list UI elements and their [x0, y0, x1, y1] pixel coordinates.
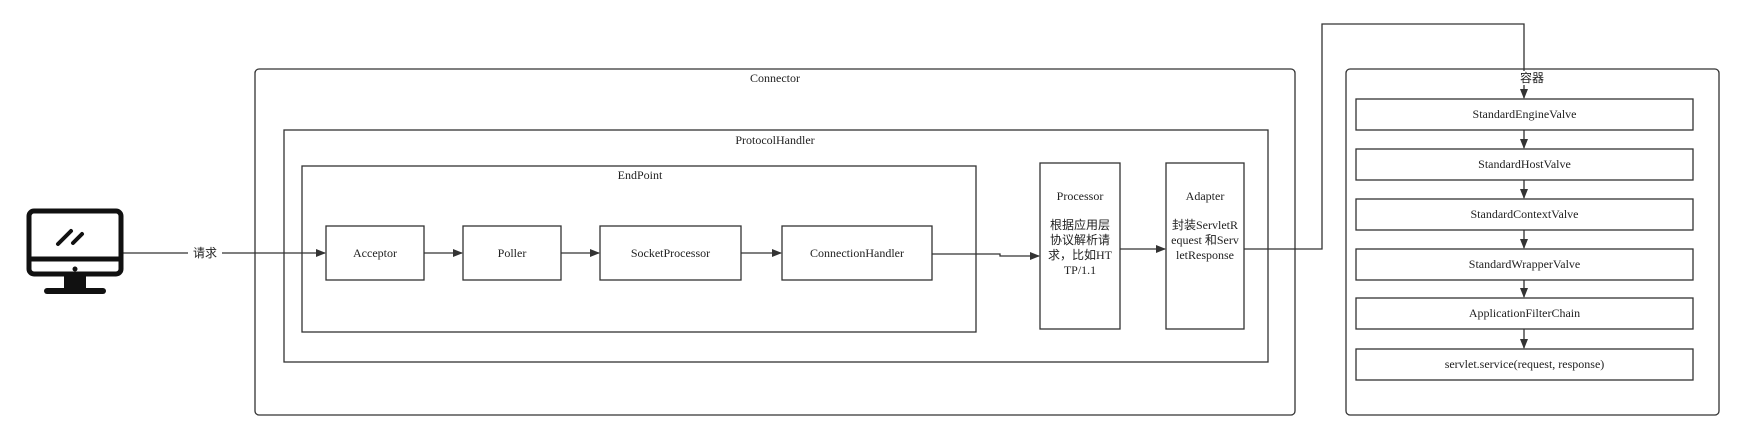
adapter-title: Adapter	[1185, 189, 1225, 203]
pipeline-label-0: StandardEngineValve	[1472, 107, 1577, 121]
connector-frame	[254, 68, 1296, 416]
arrow-connectionhandler-processor	[932, 252, 1040, 260]
connection-handler-box	[781, 225, 933, 281]
monitor-icon	[26, 208, 124, 294]
arrow-adapter-container	[1244, 23, 1528, 250]
pipeline-box-3	[1355, 248, 1694, 281]
protocol-handler-frame	[283, 129, 1269, 363]
acceptor-label: Acceptor	[353, 245, 397, 260]
pipeline-label-5: servlet.service(request, response)	[1444, 357, 1605, 371]
adapter-text: Adapter 封装ServletRequest 和ServletRespons…	[1166, 163, 1244, 329]
container-title: 容器	[1482, 71, 1582, 85]
pipeline-box-2	[1355, 198, 1694, 231]
adapter-box	[1165, 162, 1245, 330]
protocol-handler-title: ProtocolHandler	[735, 133, 815, 147]
pipeline-box-0	[1355, 98, 1694, 131]
pipeline-label-2: StandardContextValve	[1470, 207, 1579, 221]
adapter-description: 封装ServletRequest 和ServletResponse	[1171, 218, 1239, 262]
pipeline-box-1	[1355, 148, 1694, 181]
processor-title: Processor	[1056, 189, 1104, 203]
poller-label: Poller	[497, 245, 527, 260]
pipeline-box-5	[1355, 348, 1694, 381]
processor-text: Processor 根据应用层协议解析请求，比如HTTP/1.1	[1040, 163, 1120, 329]
request-label: 请求	[188, 246, 222, 260]
processor-description: 根据应用层协议解析请求，比如HTTP/1.1	[1048, 218, 1112, 277]
processor-box	[1039, 162, 1121, 330]
pipeline-box-4	[1355, 297, 1694, 330]
container-frame	[1345, 68, 1720, 416]
endpoint-title: EndPoint	[617, 168, 663, 182]
pipeline-label-3: StandardWrapperValve	[1468, 257, 1581, 271]
pipeline-label-4: ApplicationFilterChain	[1468, 306, 1581, 320]
connector-title: Connector	[750, 71, 800, 85]
pipeline-label-1: StandardHostValve	[1478, 157, 1571, 171]
acceptor-box	[325, 225, 425, 281]
endpoint-frame	[301, 165, 977, 333]
socket-processor-label: SocketProcessor	[630, 245, 711, 260]
poller-box	[462, 225, 562, 281]
connection-handler-label: ConnectionHandler	[810, 245, 904, 260]
